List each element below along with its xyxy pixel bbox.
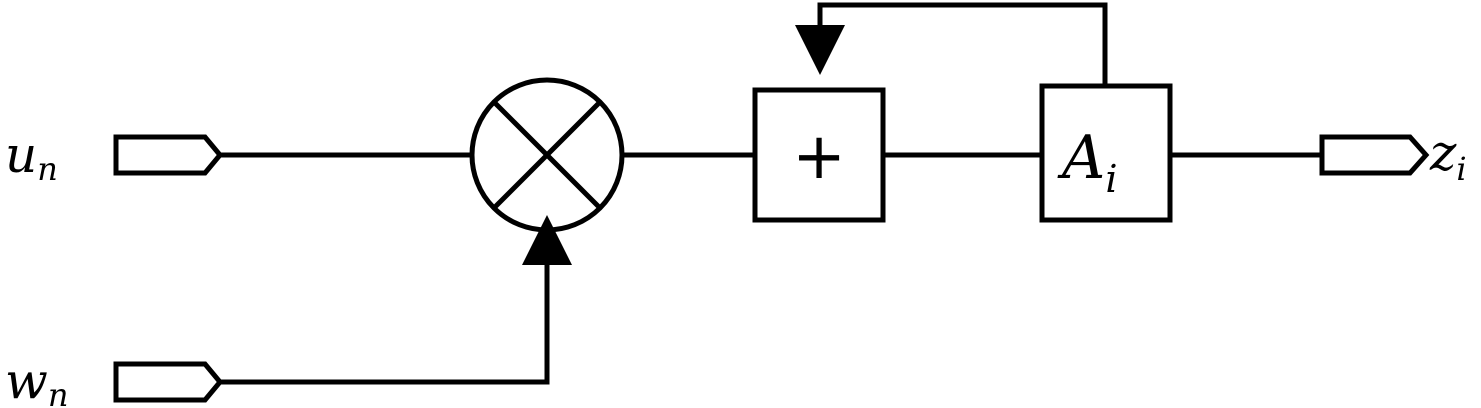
accumulator-label: Ai: [1057, 123, 1118, 201]
output-port-z: [1319, 134, 1430, 176]
feedback-loop: [795, 2, 1108, 86]
adder-symbol: +: [792, 120, 846, 194]
input-label-w: wn: [5, 352, 68, 408]
input-port-u: [113, 134, 224, 176]
input-port-w: [113, 361, 224, 403]
wire-w-to-mult: [220, 215, 572, 385]
multiplier-cross-2: [492, 100, 602, 210]
input-label-u: un: [5, 126, 58, 188]
output-label-z: zi: [1429, 124, 1467, 188]
